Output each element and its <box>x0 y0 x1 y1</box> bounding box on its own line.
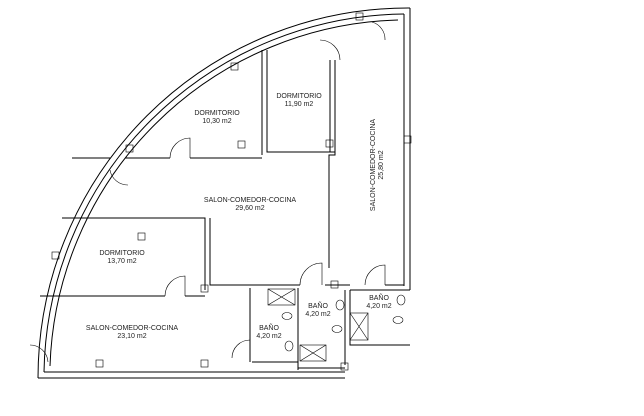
room-area: 4,20 m2 <box>256 333 281 340</box>
columns <box>51 12 412 371</box>
interior-walls <box>40 50 410 370</box>
room-area: 25,80 m2 <box>378 150 385 179</box>
room-area: 4,20 m2 <box>305 311 330 318</box>
room-name: SALON-COMEDOR-COCINA <box>204 197 297 204</box>
doors <box>29 21 386 363</box>
room-label-salon-2: SALON-COMEDOR-COCINA 25,80 m2 <box>370 119 385 212</box>
room-name: BAÑO <box>308 301 328 310</box>
room-name: SALON-COMEDOR-COCINA <box>370 119 377 212</box>
room-area: 13,70 m2 <box>107 258 136 265</box>
room-name: BAÑO <box>369 293 389 302</box>
room-name: DORMITORIO <box>99 250 145 257</box>
room-area: 23,10 m2 <box>117 333 146 340</box>
toilets-and-sinks <box>281 294 406 352</box>
room-label-dormitorio-1: DORMITORIO 10,30 m2 <box>194 110 240 125</box>
room-label-bano-3: BAÑO 4,20 m2 <box>366 293 391 310</box>
shower-trays <box>267 288 369 362</box>
room-label-bano-1: BAÑO 4,20 m2 <box>256 323 281 340</box>
room-area: 11,90 m2 <box>285 101 314 108</box>
room-label-dormitorio-3: DORMITORIO 13,70 m2 <box>99 250 145 265</box>
room-label-salon-1: SALON-COMEDOR-COCINA 29,60 m2 <box>204 197 297 212</box>
room-area: 10,30 m2 <box>202 118 231 125</box>
room-area: 29,60 m2 <box>235 205 264 212</box>
room-label-bano-2: BAÑO 4,20 m2 <box>305 301 330 318</box>
outer-walls <box>37 7 411 379</box>
room-label-dormitorio-2: DORMITORIO 11,90 m2 <box>276 93 322 108</box>
room-name: DORMITORIO <box>276 93 322 100</box>
room-area: 4,20 m2 <box>366 303 391 310</box>
room-name: DORMITORIO <box>194 110 240 117</box>
room-name: BAÑO <box>259 323 279 332</box>
room-name: SALON-COMEDOR-COCINA <box>86 325 179 332</box>
room-label-salon-3: SALON-COMEDOR-COCINA 23,10 m2 <box>86 325 179 340</box>
